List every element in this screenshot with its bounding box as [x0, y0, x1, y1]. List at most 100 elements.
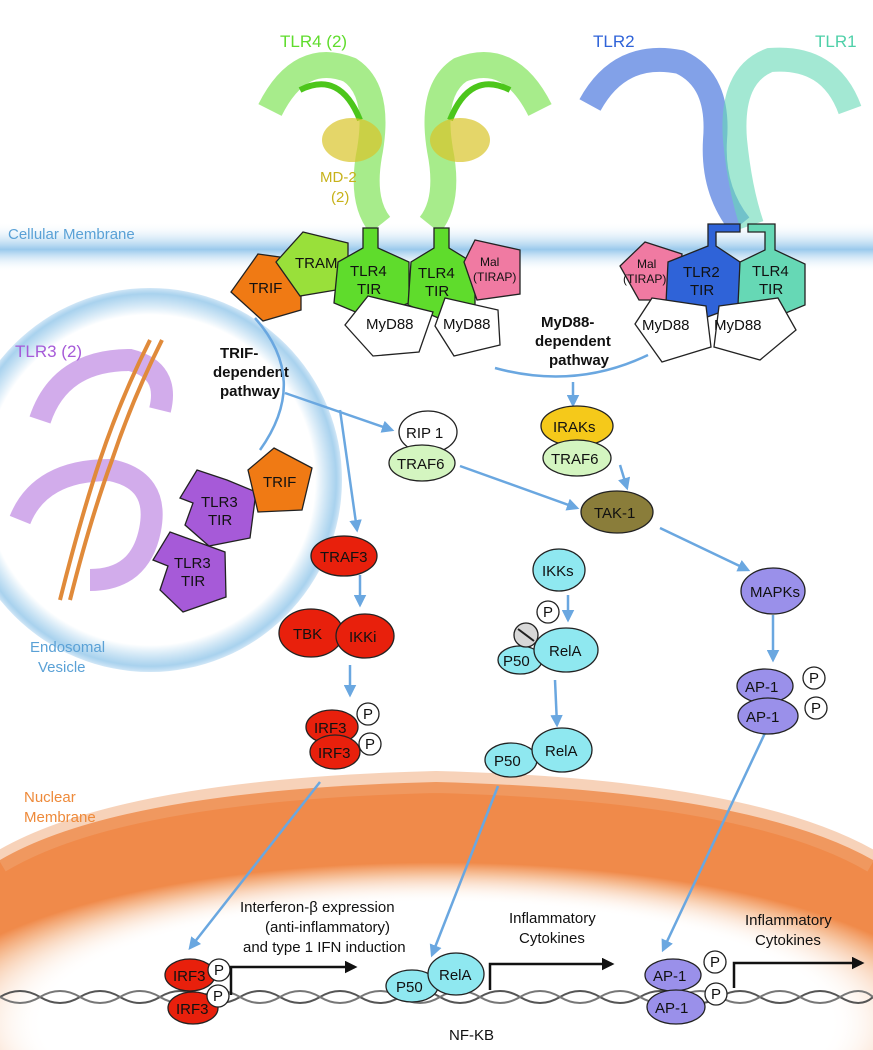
traf6-right-label: TRAF6 — [551, 451, 599, 468]
tlr3-dimer-label: TLR3 (2) — [15, 342, 82, 361]
tlr4-md2-complex — [258, 52, 552, 234]
nuc-ap1-bottom-oval — [646, 989, 706, 1025]
irf3-bottom-oval — [309, 734, 361, 770]
rip1-label: RIP 1 — [406, 425, 443, 442]
nuc-irf3-top-phospho-label: P — [214, 962, 224, 979]
endosome-trif-pentagon — [247, 447, 313, 513]
tlr3-tir-b-shape — [152, 531, 227, 613]
nuc-ap1-top-phospho — [703, 950, 727, 974]
myd88-a-label: MyD88 — [366, 316, 414, 333]
tram-pentagon — [275, 231, 349, 297]
free-p50-label: P50 — [494, 753, 521, 770]
tlr3-dsrna-complex — [9, 339, 173, 601]
irf3-bottom-phospho-label: P — [365, 736, 375, 753]
endosome-trif-label: TRIF — [263, 474, 296, 491]
traf6-left-label: TRAF6 — [397, 456, 445, 473]
traf6-right-to-tak1-arrow — [618, 464, 631, 491]
myd88-b-pentagon — [434, 297, 501, 357]
nuc-irf3-bottom-phospho-label: P — [213, 988, 223, 1005]
traf3-label: TRAF3 — [320, 549, 368, 566]
ikki-oval — [335, 613, 395, 659]
trif-to-rip1-arrow — [284, 391, 395, 433]
nuc-ap1-top-label: AP-1 — [653, 968, 686, 985]
nfkb-to-nucleus-arrow — [429, 785, 500, 958]
ap1-bottom-label: AP-1 — [746, 709, 779, 726]
tlr2-tlr1-complex — [579, 47, 862, 233]
mapks-label: MAPKs — [750, 584, 800, 601]
nuc-irf3-bottom-label: IRF3 — [176, 1001, 209, 1018]
dna-strand — [0, 990, 873, 1004]
myd88-b-label: MyD88 — [443, 316, 491, 333]
nfkb-transcription-arrow — [488, 957, 615, 990]
traf6-left-to-tak1-arrow — [459, 464, 580, 511]
trif-arc — [254, 317, 286, 451]
free-rela-oval — [531, 727, 593, 773]
ikks-oval — [532, 548, 586, 592]
myd88-a-pentagon — [344, 295, 434, 357]
tram-label: TRAM — [295, 255, 338, 272]
nuc-ap1-bottom-label: AP-1 — [655, 1000, 688, 1017]
mal-right-label: Mal(TIRAP) — [623, 257, 666, 286]
irf3-top-label: IRF3 — [314, 720, 347, 737]
myd88-d-label: MyD88 — [714, 317, 762, 334]
nuc-ap1-bottom-phospho-label: P — [711, 986, 721, 1003]
nfkb-label: NF-KB — [449, 1027, 494, 1044]
irf3-bottom-label: IRF3 — [318, 745, 351, 762]
complex-phospho-label: P — [543, 604, 553, 621]
tak1-label: TAK-1 — [594, 505, 635, 522]
trif-to-traf3-arrow — [338, 409, 362, 533]
traf6-left-oval — [388, 444, 456, 482]
tak1-oval — [580, 490, 654, 534]
irf3-bottom-phospho — [358, 732, 382, 756]
complex-rela-label: RelA — [549, 643, 582, 660]
complex-p50-label: P50 — [503, 653, 530, 670]
ikks-label: IKKs — [542, 563, 574, 580]
complex-rela-oval — [533, 627, 599, 673]
tbk-label: TBK — [293, 626, 322, 643]
trif-membrane-label: TRIF — [249, 280, 282, 297]
traf3-oval — [310, 535, 378, 577]
traf6-right-oval — [542, 439, 612, 477]
ap1-top-label: AP-1 — [745, 679, 778, 696]
md2-label: MD-2(2) — [320, 169, 357, 206]
ikki-label: IKKi — [349, 629, 377, 646]
ikb-inhibitor-slash — [517, 628, 535, 642]
interferon-expression-label: Interferon-β expression(anti-inflammator… — [240, 899, 406, 956]
endosomal-vesicle — [0, 288, 342, 672]
nuclear-membrane-edge — [0, 770, 873, 872]
myd88-arc — [494, 353, 649, 378]
complex-phospho — [536, 600, 560, 624]
ap1-top-phospho-label: P — [809, 670, 819, 687]
nuc-irf3-bottom-phospho — [206, 984, 230, 1008]
mapks-oval — [740, 567, 806, 615]
free-rela-label: RelA — [545, 743, 578, 760]
mal-left-label: Mal(TIRAP) — [473, 255, 516, 284]
nuc-rela-oval — [427, 952, 485, 996]
irf3-to-nucleus-arrow — [188, 781, 321, 950]
tlr2-label: TLR2 — [593, 32, 635, 51]
nuc-ap1-bottom-phospho — [704, 982, 728, 1006]
ap1-bottom-phospho — [804, 696, 828, 720]
ap1-bottom-phospho-label: P — [811, 700, 821, 717]
tlr4-dimer-label: TLR4 (2) — [280, 32, 347, 51]
nuc-ap1-top-phospho-label: P — [710, 954, 720, 971]
ap1-bottom-oval — [737, 697, 799, 735]
myd88-c-label: MyD88 — [642, 317, 690, 334]
nuc-p50-label: P50 — [396, 979, 423, 996]
myd88-d-pentagon — [713, 297, 797, 361]
tlr1-label: TLR1 — [815, 32, 857, 51]
irf3-transcription-arrow — [229, 960, 358, 995]
irf3-top-phospho — [356, 702, 380, 726]
irf3-top-phospho-label: P — [363, 706, 373, 723]
